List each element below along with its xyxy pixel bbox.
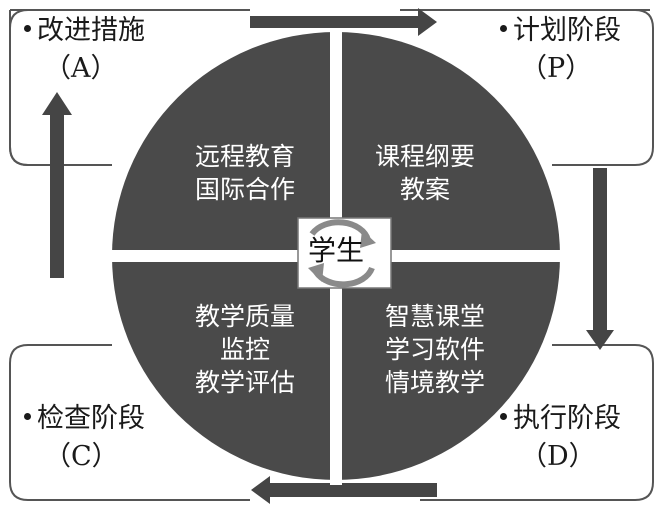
bullet-icon — [24, 413, 31, 420]
arrow-check-to-act — [42, 92, 72, 278]
center-label: 学生 — [307, 234, 364, 267]
quadrant-top-left: 远程教育 国际合作 — [160, 140, 330, 206]
quadrant-line: 情境教学 — [384, 368, 485, 397]
quadrant-line: 远程教育 — [194, 142, 295, 171]
quadrant-line: 国际合作 — [194, 175, 295, 204]
quadrant-line: 教案 — [399, 175, 450, 204]
phase-do-title: 执行阶段 — [513, 403, 621, 434]
phase-do: 执行阶段 （D） — [500, 400, 621, 476]
phase-plan-title: 计划阶段 — [513, 15, 621, 46]
phase-act-title: 改进措施 — [37, 15, 145, 46]
phase-check-title: 检查阶段 — [37, 403, 145, 434]
phase-do-code: （D） — [520, 441, 596, 472]
arrow-plan-to-do — [586, 168, 614, 350]
arrow-do-to-check — [251, 476, 437, 504]
quadrant-bottom-right: 智慧课堂 学习软件 情境教学 — [350, 300, 520, 399]
quadrant-line: 学习软件 — [384, 335, 485, 364]
arrow-act-to-plan — [250, 8, 437, 36]
quadrant-line: 监控 — [219, 335, 270, 364]
quadrant-bottom-left: 教学质量 监控 教学评估 — [160, 300, 330, 399]
box-act-frame — [9, 9, 250, 166]
cycle-arrows-icon — [308, 219, 376, 288]
bullet-icon — [24, 25, 31, 32]
quadrant-line: 智慧课堂 — [384, 302, 485, 331]
bullet-icon — [500, 25, 507, 32]
box-check-frame — [9, 344, 250, 501]
quadrant-line: 教学质量 — [194, 302, 295, 331]
bullet-icon — [500, 413, 507, 420]
phase-act: 改进措施 （A） — [24, 12, 145, 88]
box-plan-frame — [420, 9, 654, 166]
phase-check: 检查阶段 （C） — [24, 400, 145, 476]
phase-check-code: （C） — [44, 441, 119, 472]
box-do-frame — [420, 344, 654, 501]
quadrant-line: 课程纲要 — [374, 142, 475, 171]
quadrant-line: 教学评估 — [194, 368, 295, 397]
phase-act-code: （A） — [44, 53, 118, 84]
quadrant-top-right: 课程纲要 教案 — [340, 140, 510, 206]
phase-plan: 计划阶段 （P） — [500, 12, 621, 88]
phase-plan-code: （P） — [520, 53, 593, 84]
